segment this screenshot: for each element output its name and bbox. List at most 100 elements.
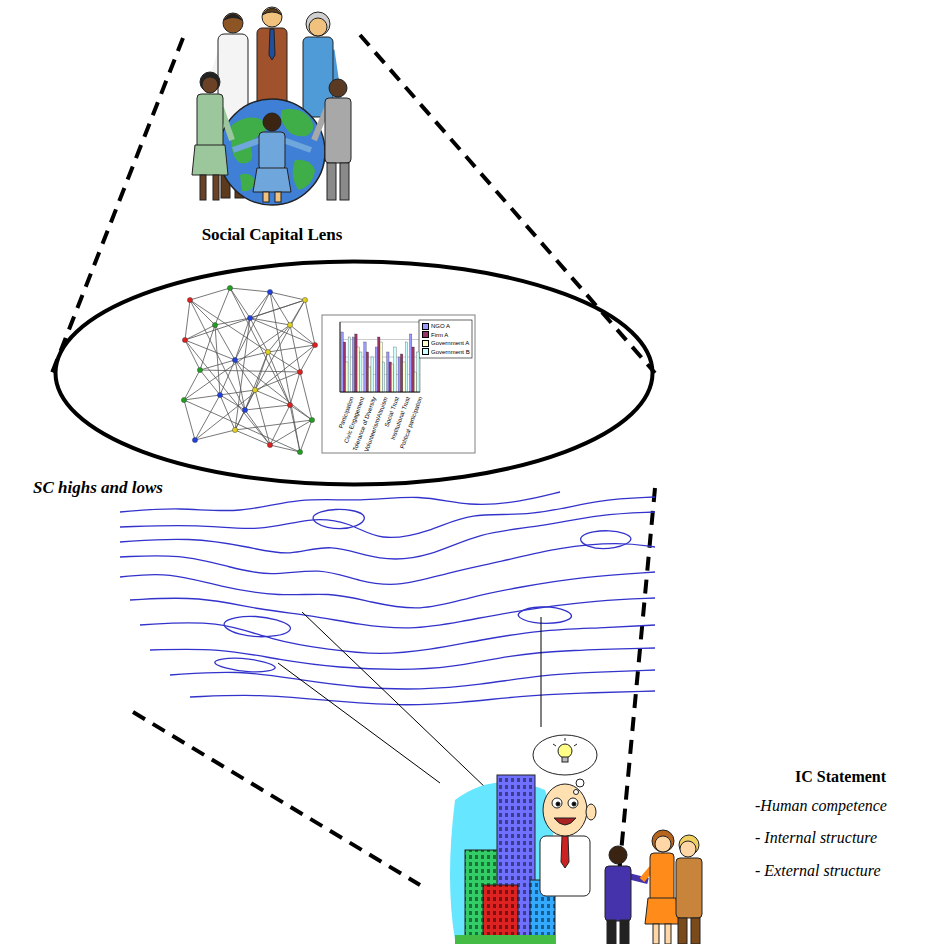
network-graph <box>181 285 317 454</box>
network-link <box>215 325 220 395</box>
chart-bar <box>343 342 345 392</box>
network-dot <box>267 442 272 447</box>
chart-bar <box>378 337 380 392</box>
network-link <box>300 420 312 452</box>
network-dot <box>297 449 302 454</box>
network-dot <box>212 322 217 327</box>
chart-bar <box>341 332 343 392</box>
network-dot <box>242 407 247 412</box>
network-link <box>190 300 215 325</box>
chart-bar <box>352 337 354 392</box>
chart-bar <box>364 342 366 392</box>
network-link <box>235 352 268 360</box>
network-link <box>235 390 255 430</box>
network-link <box>184 325 290 400</box>
network-link <box>235 360 312 420</box>
leader-lines <box>278 612 541 790</box>
lens-ring <box>56 262 653 485</box>
contour-ring <box>581 531 631 549</box>
network-dot <box>192 437 197 442</box>
chart-bar <box>369 367 371 392</box>
legend-swatch <box>422 323 429 330</box>
chart-bar <box>387 352 389 392</box>
network-dot <box>297 369 302 374</box>
network-link <box>255 300 305 390</box>
network-link <box>235 420 312 430</box>
chart-bar <box>371 357 373 392</box>
network-link <box>185 300 305 340</box>
people-globe-clipart <box>192 7 351 205</box>
network-link <box>185 340 270 445</box>
network-link <box>200 360 235 370</box>
dashed-cone <box>52 35 655 885</box>
network-link <box>185 300 190 340</box>
contour-ring <box>215 658 275 672</box>
chart-bar <box>405 342 407 392</box>
network-dot <box>267 289 272 294</box>
network-link <box>195 395 220 440</box>
legend-text: Firm A <box>431 332 448 338</box>
network-dot <box>181 397 186 402</box>
chart-bar <box>389 362 391 392</box>
network-link <box>200 370 220 395</box>
legend-entry: Firm A <box>422 331 448 339</box>
network-link <box>235 360 245 410</box>
chart-bar <box>380 342 382 392</box>
network-link <box>270 292 305 300</box>
chart-axes <box>340 322 420 392</box>
network-link <box>268 352 300 372</box>
legend-text: NGO A <box>431 323 450 329</box>
contour-ring <box>224 616 290 636</box>
lens-outline <box>53 259 655 487</box>
contour-line <box>170 670 655 689</box>
network-link <box>290 372 300 405</box>
chart-bar <box>382 362 384 392</box>
legend-entry: NGO A <box>422 322 450 330</box>
network-link <box>185 340 200 370</box>
chart-bar <box>366 352 368 392</box>
legend-swatch <box>422 348 429 355</box>
chart-bar <box>398 357 400 392</box>
network-dot <box>287 322 292 327</box>
chart-bar <box>357 347 359 392</box>
network-link <box>250 292 270 318</box>
network-link <box>220 390 255 395</box>
network-link <box>230 288 250 318</box>
network-link <box>270 420 312 445</box>
network-link <box>215 325 235 360</box>
network-link <box>235 292 270 360</box>
network-link <box>190 288 230 300</box>
chart-bar <box>348 337 350 392</box>
network-link <box>255 390 290 405</box>
chart-bar <box>375 347 377 392</box>
network-link <box>235 318 250 360</box>
legend-entry: Government A <box>422 339 469 347</box>
network-link <box>215 288 230 325</box>
network-link <box>220 395 245 410</box>
network-dot <box>197 367 202 372</box>
contour-map <box>120 492 655 705</box>
network-link <box>270 445 300 452</box>
network-link <box>195 345 315 440</box>
network-link <box>184 395 220 400</box>
network-dot <box>247 315 252 320</box>
network-dot <box>309 417 314 422</box>
chart-bar <box>394 347 396 392</box>
chart-bar <box>391 364 393 392</box>
legend-text: Government B <box>431 349 470 355</box>
chart-bar <box>409 334 411 392</box>
chart-bar <box>346 362 348 392</box>
map-caption: SC highs and lows <box>33 478 163 498</box>
statement-heading: IC Statement <box>795 768 886 786</box>
network-dot <box>287 402 292 407</box>
contour-line <box>120 497 655 537</box>
network-dot <box>182 337 187 342</box>
network-link <box>230 288 270 292</box>
statement-item: - External structure <box>755 862 881 880</box>
legend-entry: Government B <box>422 348 470 356</box>
contour-ring <box>518 607 571 623</box>
network-link <box>255 372 300 390</box>
chart-bar <box>360 352 362 392</box>
chart-bar <box>403 362 405 392</box>
